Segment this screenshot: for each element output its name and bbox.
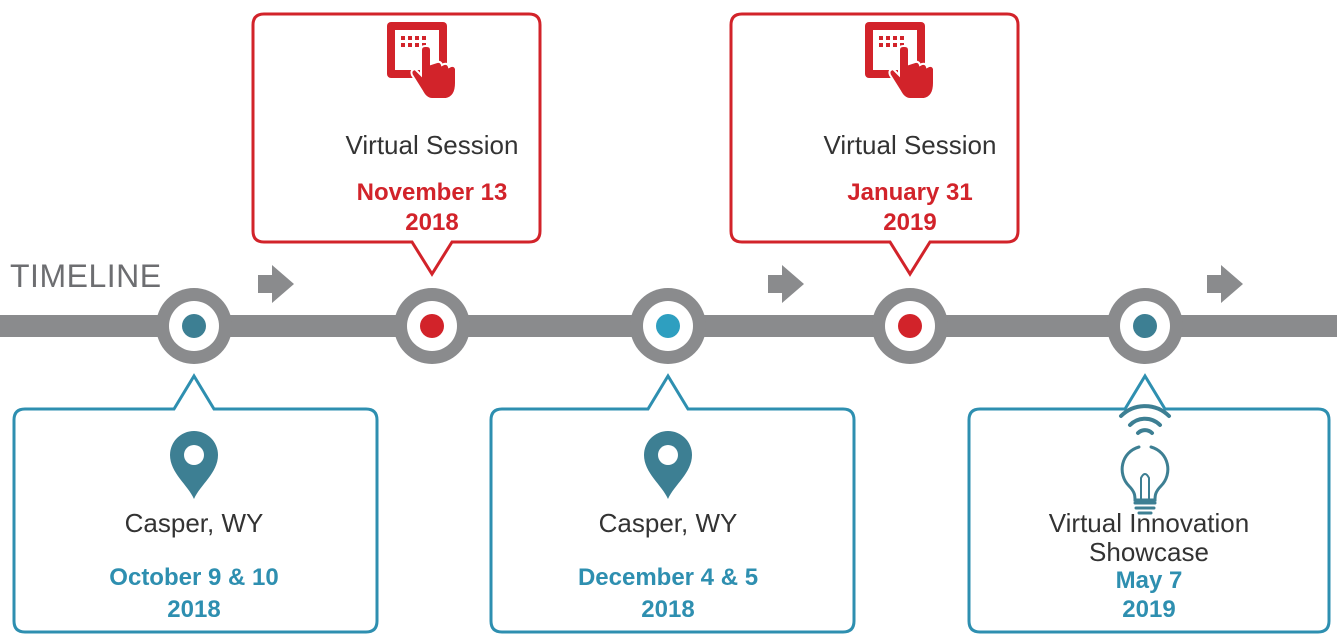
event-date: November 13: [356, 179, 508, 206]
timeline-node-jan31: [872, 288, 948, 364]
timeline-node-may7: [1107, 288, 1183, 364]
callout-box-oct9: [12, 373, 379, 634]
callout-box-nov13: [251, 12, 542, 277]
timeline-node-dec4: [630, 288, 706, 364]
timeline-node-nov13: [394, 288, 470, 364]
arrow-right-icon: [768, 265, 804, 303]
timeline-node-oct9: [156, 288, 232, 364]
event-title-continued: Showcase: [1089, 537, 1209, 567]
event-title: Virtual Session: [823, 130, 997, 160]
location-pin-icon: [644, 431, 692, 499]
arrow-right-icon: [258, 265, 294, 303]
touch-tablet-icon: [865, 22, 935, 100]
location-pin-icon: [170, 431, 218, 499]
arrow-right-icon: [1207, 265, 1243, 303]
event-year: 2018: [641, 596, 695, 623]
event-title: Casper, WY: [124, 508, 264, 538]
event-date: December 4 & 5: [577, 564, 759, 591]
event-title: Virtual Session: [345, 130, 519, 160]
event-date: January 31: [847, 179, 973, 206]
event-year: 2019: [1122, 596, 1176, 623]
event-title: Casper, WY: [598, 508, 738, 538]
callout-box-jan31: [729, 12, 1020, 277]
event-year: 2018: [405, 209, 459, 236]
touch-tablet-icon: [387, 22, 457, 100]
event-date: May 7: [1115, 567, 1183, 594]
callout-box-dec4: [489, 373, 856, 634]
event-date: October 9 & 10: [109, 564, 279, 591]
timeline-label: TIMELINE: [10, 258, 162, 294]
event-year: 2018: [167, 596, 221, 623]
event-title: Virtual Innovation: [1048, 508, 1250, 538]
wireless-lightbulb-icon: [1119, 404, 1171, 515]
event-year: 2019: [883, 209, 937, 236]
